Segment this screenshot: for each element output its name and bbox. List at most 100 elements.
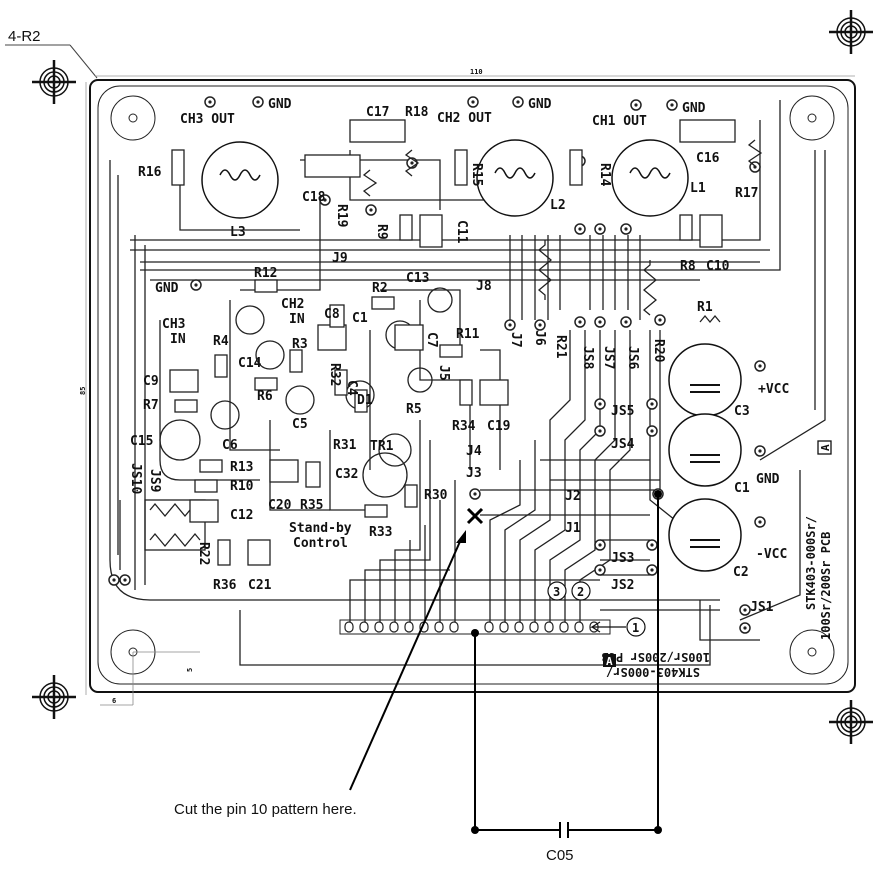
label-js2: JS2 — [611, 578, 634, 593]
label-js6: JS6 — [625, 346, 640, 370]
label-vcc-neg: -VCC — [756, 547, 787, 562]
label-r36: R36 — [213, 578, 237, 593]
label-c3: C3 — [734, 404, 750, 419]
pin-1-circle — [626, 617, 646, 637]
mounting-hole-tl — [110, 95, 156, 141]
label-r5: R5 — [406, 402, 422, 417]
label-r13: R13 — [230, 460, 253, 475]
label-c5: C5 — [292, 417, 308, 432]
junction-dots — [471, 490, 662, 834]
label-r19: R19 — [334, 204, 349, 227]
label-j6: J6 — [532, 330, 547, 346]
label-c7: C7 — [424, 332, 439, 348]
board-title-bottom-2: 100Sr/200Sr PCB — [602, 650, 710, 664]
label-j7: J7 — [508, 332, 523, 348]
pcb-rev-right: A — [819, 444, 832, 451]
dim-height: 85 — [79, 387, 87, 395]
label-ch2-out: CH2 OUT — [437, 111, 492, 126]
corner-radius-label: 4-R2 — [8, 28, 41, 45]
label-r1: R1 — [697, 300, 713, 315]
label-in-1: IN — [289, 312, 305, 327]
cap-polarity-marks — [690, 384, 720, 548]
added-capacitor-label: C05 — [546, 847, 574, 864]
pcb-outline — [89, 79, 856, 693]
label-tr1: TR1 — [370, 439, 394, 454]
label-j1: J1 — [565, 521, 581, 536]
pin-3-label: 3 — [553, 585, 560, 599]
label-j8: J8 — [476, 279, 492, 294]
label-r30: R30 — [424, 488, 448, 503]
label-c19: C19 — [487, 419, 510, 434]
board-title-right-1: STK403-000Sr/ — [804, 516, 818, 610]
label-gnd-3: GND — [682, 101, 706, 116]
label-r17: R17 — [735, 186, 758, 201]
label-c14: C14 — [238, 356, 262, 371]
label-r33: R33 — [369, 525, 392, 540]
label-r2: R2 — [372, 281, 388, 296]
label-l3: L3 — [230, 225, 246, 240]
label-c20: C20 — [268, 498, 292, 513]
label-r20: R20 — [651, 339, 666, 363]
label-c12: C12 — [230, 508, 253, 523]
label-js8: JS8 — [580, 346, 595, 370]
electrolytic-caps — [668, 343, 742, 572]
label-j3: J3 — [466, 466, 482, 481]
label-c17: C17 — [366, 105, 389, 120]
label-gnd-5: GND — [756, 472, 780, 487]
dim-offset-x: 6 — [112, 697, 116, 705]
dim-width: 110 — [470, 68, 483, 76]
label-c4: C4 — [344, 380, 359, 396]
label-js3: JS3 — [611, 551, 634, 566]
label-r16: R16 — [138, 165, 162, 180]
label-c6: C6 — [222, 438, 238, 453]
label-js1: JS1 — [750, 600, 774, 615]
label-r12: R12 — [254, 266, 277, 281]
label-c10: C10 — [706, 259, 730, 274]
annotation-text: Cut the pin 10 pattern here. — [174, 801, 357, 818]
label-r4: R4 — [213, 334, 229, 349]
dim-offset-y: 5 — [186, 668, 194, 672]
pin-1-label: 1 — [632, 621, 639, 635]
label-l1: L1 — [690, 181, 706, 196]
label-c32: C32 — [335, 467, 358, 482]
added-capacitor-wiring — [474, 494, 659, 838]
label-gnd-2: GND — [528, 97, 552, 112]
label-ch3-in: CH3 — [162, 317, 185, 332]
label-c9: C9 — [143, 374, 159, 389]
smd-parts — [169, 119, 736, 566]
registration-mark-bottom-right — [827, 698, 875, 746]
label-c16: C16 — [696, 151, 720, 166]
mounting-hole-tr — [789, 95, 835, 141]
label-r34: R34 — [452, 419, 476, 434]
label-r35: R35 — [300, 498, 323, 513]
label-c21: C21 — [248, 578, 272, 593]
label-c8: C8 — [324, 307, 340, 322]
annotation-arrow — [349, 536, 463, 791]
label-vcc-pos: +VCC — [758, 382, 789, 397]
label-ch1-out: CH1 OUT — [592, 114, 647, 129]
label-js7: JS7 — [601, 346, 616, 369]
coil-L2 — [476, 139, 554, 217]
label-r7: R7 — [143, 398, 159, 413]
mounting-hole-br — [789, 629, 835, 675]
label-ch2-in: CH2 — [281, 297, 304, 312]
coil-L1 — [611, 139, 689, 217]
label-r14: R14 — [597, 163, 612, 187]
label-js10: JS10 — [128, 463, 143, 494]
registration-mark-top-right — [827, 8, 875, 56]
label-d1: D1 — [357, 393, 373, 408]
label-c11: C11 — [454, 220, 469, 244]
label-js4: JS4 — [611, 437, 635, 452]
label-ch1: C1 — [352, 311, 368, 326]
label-j9: J9 — [332, 251, 348, 266]
label-r15: R15 — [469, 163, 484, 186]
label-r3: R3 — [292, 337, 308, 352]
label-standby-2: Control — [293, 536, 348, 551]
cut-mark — [466, 507, 484, 525]
label-r32: R32 — [327, 363, 342, 386]
coil-L3 — [201, 141, 279, 219]
registration-mark-top-left — [30, 58, 78, 106]
label-r21: R21 — [553, 335, 568, 359]
pcb-rev-bottom: A — [606, 655, 613, 668]
